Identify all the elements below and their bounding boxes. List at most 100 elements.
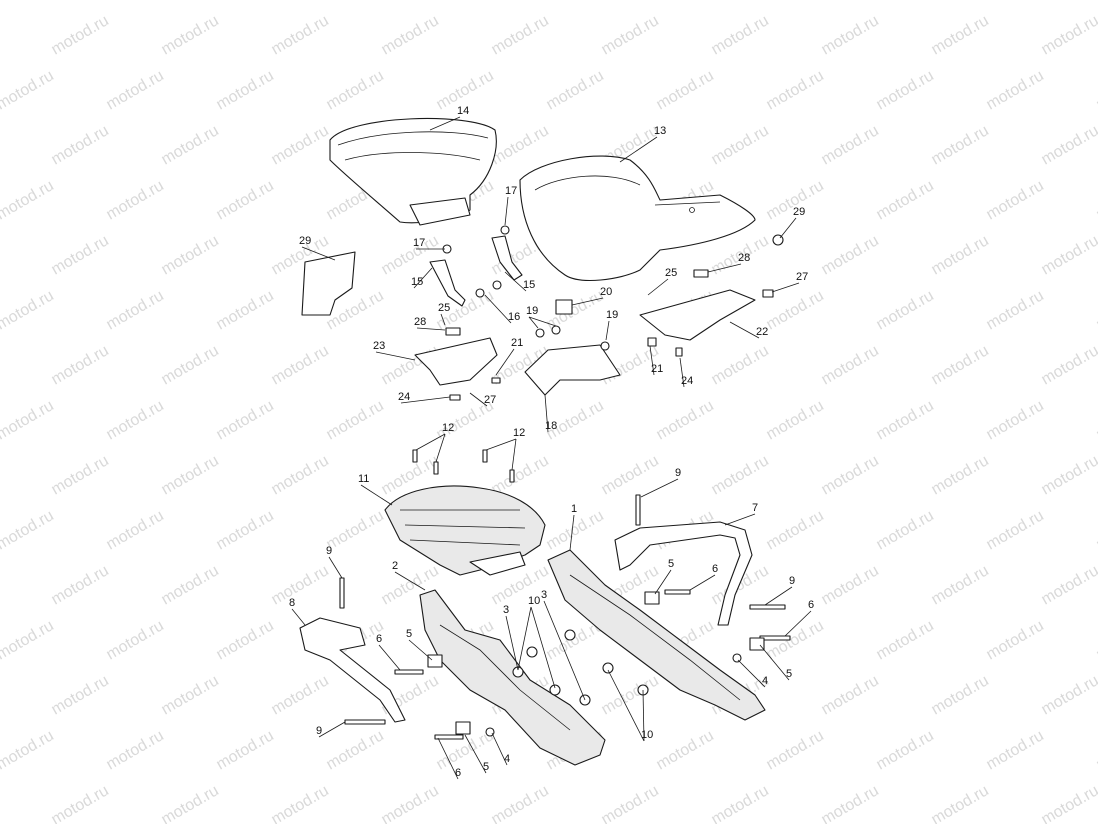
watermark-text: motod.ru [819, 452, 882, 498]
callout-leader [724, 513, 756, 526]
watermark-text: motod.ru [104, 397, 167, 443]
watermark-text: motod.ru [0, 232, 2, 278]
watermark-text: motod.ru [0, 122, 2, 168]
watermark-text: motod.ru [214, 397, 277, 443]
callout-leader [301, 246, 336, 261]
watermark-text: motod.ru [764, 727, 827, 773]
watermark-text: motod.ru [819, 562, 882, 608]
watermark-text: motod.ru [819, 122, 882, 168]
watermark-text: motod.ru [159, 12, 222, 58]
callout-leader [569, 514, 575, 551]
callout-leader [484, 294, 512, 324]
callout-number: 27 [484, 394, 496, 406]
diagram-parts [299, 117, 791, 766]
watermark-text: motod.ru [929, 672, 992, 718]
callout-leader [679, 357, 685, 388]
watermark-text: motod.ru [1039, 452, 1098, 498]
callout-number: 12 [442, 422, 454, 434]
watermark-text: motod.ru [489, 782, 552, 824]
callout-number: 6 [376, 633, 382, 645]
callout-number: 23 [373, 340, 385, 352]
watermark-text: motod.ru [929, 562, 992, 608]
watermark-text: motod.ru [654, 0, 717, 3]
callout-leader [571, 297, 604, 306]
tray-cover-part [384, 485, 546, 576]
watermark-text: motod.ru [0, 342, 2, 388]
watermark-text: motod.ru [874, 0, 937, 3]
callout-number: 19 [526, 305, 538, 317]
watermark-text: motod.ru [0, 452, 2, 498]
watermark-text: motod.ru [324, 727, 387, 773]
watermark-text: motod.ru [1094, 397, 1098, 443]
watermark-text: motod.ru [819, 342, 882, 388]
watermark-text: motod.ru [1094, 617, 1098, 663]
callout-number: 9 [326, 545, 332, 557]
watermark-text: motod.ru [819, 232, 882, 278]
watermark-text: motod.ru [269, 782, 332, 824]
watermark-text: motod.ru [764, 507, 827, 553]
callout-leader [469, 392, 488, 407]
callout-leader [511, 438, 517, 471]
callout-number: 8 [289, 597, 295, 609]
callout-number: 19 [606, 309, 618, 321]
watermark-text: motod.ru [0, 507, 57, 553]
callout-leader [642, 689, 645, 742]
callout-number: 9 [316, 725, 322, 737]
callout-number: 29 [793, 206, 805, 218]
watermark-text: motod.ru [984, 67, 1047, 113]
watermark-text: motod.ru [49, 562, 112, 608]
watermark-text: motod.ru [49, 782, 112, 824]
callout-leader [779, 217, 797, 239]
callout-number: 13 [654, 125, 666, 137]
callout-number: 27 [796, 271, 808, 283]
callout-number: 7 [752, 502, 758, 514]
watermark-text: motod.ru [599, 672, 662, 718]
watermark-text: motod.ru [599, 12, 662, 58]
callout-number: 14 [457, 105, 469, 117]
watermark-text: motod.ru [214, 0, 277, 3]
watermark-text: motod.ru [544, 287, 607, 333]
watermark-text: motod.ru [379, 232, 442, 278]
watermark-text: motod.ru [709, 452, 772, 498]
watermark-text: motod.ru [1039, 782, 1098, 824]
watermark-text: motod.ru [104, 177, 167, 223]
watermark-text: motod.ru [104, 617, 167, 663]
watermark-text: motod.ru [984, 397, 1047, 443]
callout-number: 6 [712, 563, 718, 575]
watermark-text: motod.ru [214, 287, 277, 333]
watermark-text: motod.ru [269, 342, 332, 388]
watermark-text: motod.ru [1039, 562, 1098, 608]
callout-number: 5 [483, 761, 489, 773]
callout-leader [485, 438, 517, 451]
callout-leader [400, 396, 451, 404]
watermark-text: motod.ru [489, 122, 552, 168]
callout-leader [784, 610, 812, 637]
watermark-text: motod.ru [0, 562, 2, 608]
watermark-text: motod.ru [874, 727, 937, 773]
grab-handle-left-part [299, 617, 406, 723]
callout-number: 18 [545, 420, 557, 432]
fasteners [339, 225, 791, 740]
callout-leader [707, 263, 742, 273]
bracket-left-part [429, 259, 466, 307]
callout-leader [435, 433, 446, 463]
callout-number: 9 [789, 575, 795, 587]
callout-leader [495, 348, 515, 376]
watermark-text: motod.ru [0, 672, 2, 718]
watermark-text: motod.ru [654, 727, 717, 773]
watermark-text: motod.ru [1039, 342, 1098, 388]
callout-leader [375, 351, 416, 361]
watermark-text: motod.ru [1094, 177, 1098, 223]
watermark-text: motod.ru [324, 67, 387, 113]
callout-number: 10 [641, 729, 653, 741]
callout-number: 21 [511, 337, 523, 349]
callout-leader [689, 574, 716, 591]
callout-number: 25 [438, 302, 450, 314]
watermark-text: motod.ru [1039, 672, 1098, 718]
mount-bracket-part [524, 344, 621, 396]
watermark-text: motod.ru [874, 397, 937, 443]
watermark-text: motod.ru [49, 12, 112, 58]
watermark-text: motod.ru [544, 0, 607, 3]
callout-leader [413, 267, 433, 289]
